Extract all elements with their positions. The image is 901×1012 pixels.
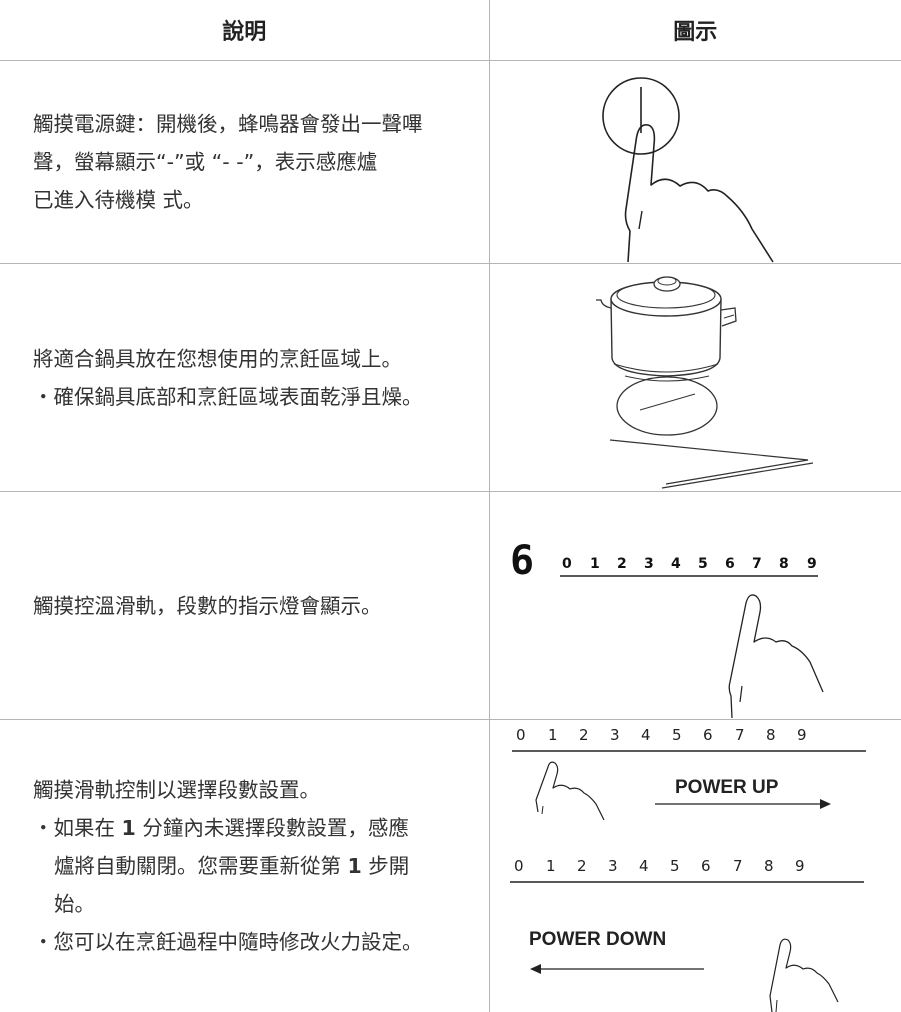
- row2-line1: 將適合鍋具放在您想使用的烹飪區域上。: [33, 340, 489, 378]
- scale-label: 0: [514, 857, 524, 875]
- row2-illustration: [489, 264, 901, 492]
- scale-label: 5: [672, 726, 682, 744]
- text-fragment: ・如果在: [33, 816, 122, 840]
- scale-label: 0: [516, 726, 526, 744]
- scale-label: 3: [610, 726, 620, 744]
- power-down-label: POWER DOWN: [529, 929, 666, 950]
- scale-label: 1: [548, 726, 558, 744]
- arrow-right-icon: [820, 799, 831, 809]
- power-up-label: POWER UP: [675, 777, 779, 798]
- row4-bullet1-end: 始。: [33, 885, 489, 923]
- scale-label: 1: [590, 556, 600, 572]
- emphasis-number: 1: [348, 854, 362, 878]
- scale-label: 0: [562, 556, 572, 572]
- scale-label: 7: [733, 857, 743, 875]
- row4-line1: 觸摸滑軌控制以選擇段數設置。: [33, 771, 489, 809]
- row1-line1: 觸摸電源鍵：開機後，蜂鳴器會發出一聲嗶: [33, 105, 489, 143]
- row2-description: 將適合鍋具放在您想使用的烹飪區域上。 ・確保鍋具底部和烹飪區域表面乾淨且燥。: [0, 264, 489, 492]
- row4-bullet2: ・您可以在烹飪過程中隨時修改火力設定。: [33, 923, 489, 961]
- scale-label: 2: [617, 556, 627, 572]
- row4-illustration: 0 1 2 3 4 5 6 7 8 9 POWER UP: [489, 720, 901, 1012]
- row1-illustration: [489, 61, 901, 264]
- scale-label: 4: [671, 556, 681, 572]
- row4-description: 觸摸滑軌控制以選擇段數設置。 ・如果在 1 分鐘內未選擇段數設置，感應 爐將自動…: [0, 720, 489, 1012]
- scale-label: 9: [797, 726, 807, 744]
- scale-label: 3: [608, 857, 618, 875]
- row1-description: 觸摸電源鍵：開機後，蜂鳴器會發出一聲嗶 聲，螢幕顯示“-”或 “- -”，表示感…: [0, 61, 489, 264]
- scale-label: 3: [644, 556, 654, 572]
- scale-label: 5: [670, 857, 680, 875]
- scale-label: 6: [701, 857, 711, 875]
- scale-label: 8: [764, 857, 774, 875]
- scale-label: 5: [698, 556, 708, 572]
- table-row: 觸摸電源鍵：開機後，蜂鳴器會發出一聲嗶 聲，螢幕顯示“-”或 “- -”，表示感…: [0, 61, 901, 264]
- row3-line1: 觸摸控溫滑軌，段數的指示燈會顯示。: [33, 587, 489, 625]
- scale-label: 2: [577, 857, 587, 875]
- display-digit: 6: [510, 538, 534, 584]
- scale-label: 8: [766, 726, 776, 744]
- text-fragment: 分鐘內未選擇段數設置，感應: [136, 816, 409, 840]
- scale-label: 1: [546, 857, 556, 875]
- scale-label: 6: [725, 556, 735, 572]
- scale-label: 4: [641, 726, 651, 744]
- table-row: 觸摸滑軌控制以選擇段數設置。 ・如果在 1 分鐘內未選擇段數設置，感應 爐將自動…: [0, 720, 901, 1012]
- row4-bullet1-cont: 爐將自動關閉。您需要重新從第 1 步開: [33, 847, 489, 885]
- header-description: 說明: [0, 0, 489, 61]
- table-row: 觸摸控溫滑軌，段數的指示燈會顯示。 6 0 1 2 3 4 5 6 7 8: [0, 492, 901, 720]
- power-button-finger-icon: [490, 61, 901, 263]
- scale-label: 7: [752, 556, 762, 572]
- scale-label: 2: [579, 726, 589, 744]
- scale-label: 4: [639, 857, 649, 875]
- row1-line2: 聲，螢幕顯示“-”或 “- -”，表示感應爐: [33, 143, 489, 181]
- text-fragment: 爐將自動關閉。您需要重新從第: [54, 854, 348, 878]
- scale-label: 8: [779, 556, 789, 572]
- scale-label: 9: [795, 857, 805, 875]
- slider-power-icon: 0 1 2 3 4 5 6 7 8 9 POWER UP: [490, 720, 901, 1012]
- arrow-left-icon: [530, 964, 541, 974]
- text-fragment: 步開: [362, 854, 410, 878]
- scale-label: 6: [703, 726, 713, 744]
- row1-line3: 已進入待機模 式。: [33, 181, 489, 219]
- scale-label: 7: [735, 726, 745, 744]
- row3-illustration: 6 0 1 2 3 4 5 6 7 8 9: [489, 492, 901, 720]
- row3-description: 觸摸控溫滑軌，段數的指示燈會顯示。: [0, 492, 489, 720]
- table-row: 將適合鍋具放在您想使用的烹飪區域上。 ・確保鍋具底部和烹飪區域表面乾淨且燥。: [0, 264, 901, 492]
- slider-touch-icon: 6 0 1 2 3 4 5 6 7 8 9: [490, 492, 901, 719]
- emphasis-number: 1: [122, 816, 136, 840]
- row2-line2: ・確保鍋具底部和烹飪區域表面乾淨且燥。: [33, 378, 489, 416]
- row4-bullet1: ・如果在 1 分鐘內未選擇段數設置，感應: [33, 809, 489, 847]
- header-illustration: 圖示: [489, 0, 901, 61]
- pot-on-cooktop-icon: [490, 264, 901, 491]
- scale-label: 9: [807, 556, 817, 572]
